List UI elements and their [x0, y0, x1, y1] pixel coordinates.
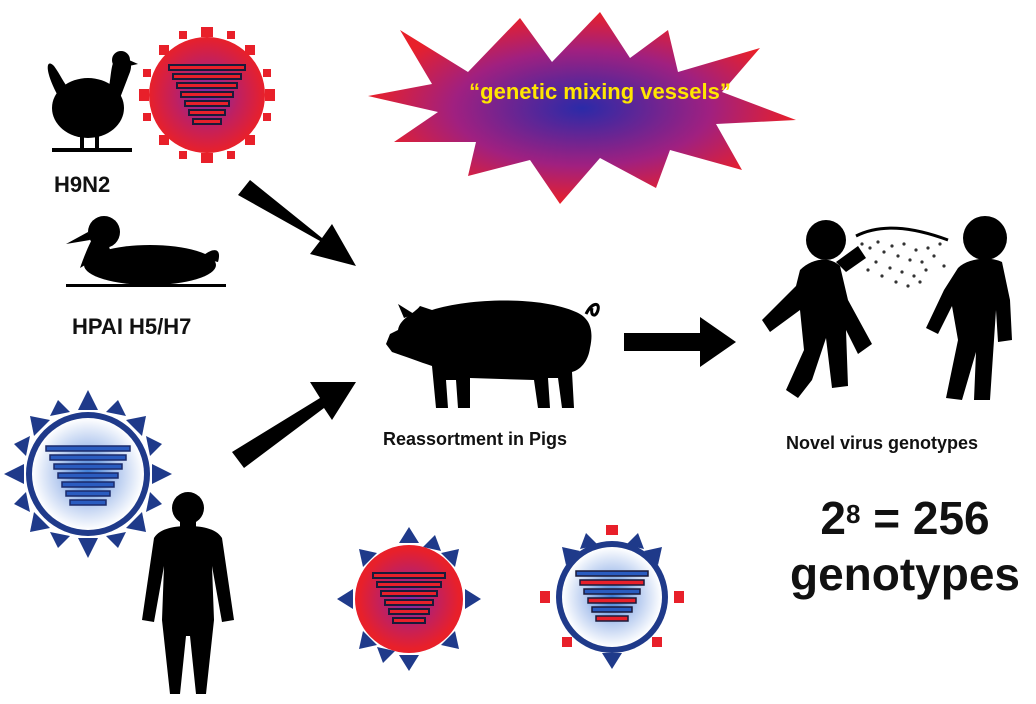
chicken-icon: [48, 51, 138, 152]
pig-icon: [386, 301, 598, 409]
person-sneezing-icon: [762, 220, 872, 398]
human-virus-icon: [4, 390, 172, 558]
starburst-icon: [368, 12, 796, 204]
genotype-word: genotypes: [780, 546, 1030, 602]
genotype-exponent: 8: [846, 499, 860, 529]
spray-icon: [856, 228, 948, 287]
novel-genotypes-label: Novel virus genotypes: [786, 433, 978, 454]
reassortant-virus-icon: [540, 525, 684, 669]
hpai-label: HPAI H5/H7: [72, 314, 191, 340]
genotype-base: 2: [820, 492, 846, 544]
genotype-count: 28 = 256 genotypes: [780, 490, 1030, 602]
duck-icon: [66, 216, 226, 287]
h9n2-label: H9N2: [54, 172, 110, 198]
reassortant-virus-icon: [337, 527, 481, 671]
human-icon: [142, 492, 234, 694]
mixing-vessels-label: “genetic mixing vessels”: [420, 79, 780, 105]
genotype-result: = 256: [860, 492, 989, 544]
avian-virus-icon: [139, 27, 275, 163]
reassortment-label: Reassortment in Pigs: [383, 429, 567, 450]
genotype-formula: 28 = 256: [780, 490, 1030, 546]
